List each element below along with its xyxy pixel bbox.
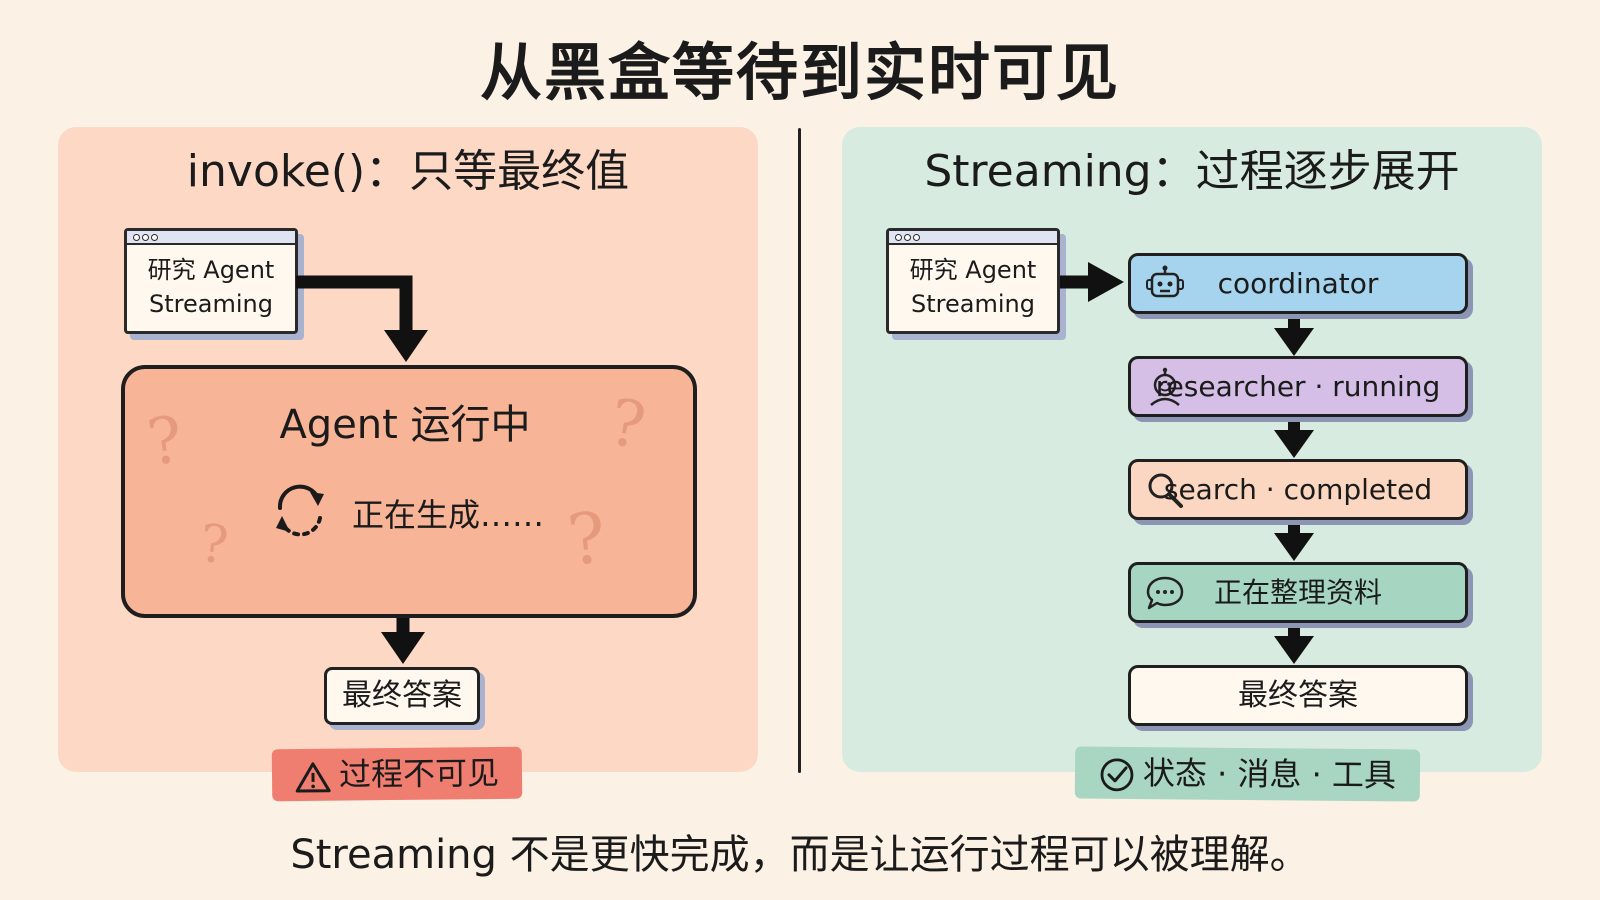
- window-text: 研究 Agent Streaming: [127, 253, 295, 321]
- panel-divider: [798, 128, 801, 773]
- robot-person-icon: [1150, 367, 1180, 406]
- window-dot-icon: [133, 234, 140, 241]
- chat-bubble-icon: [1146, 576, 1184, 610]
- arrow-step-2-to-3: [1274, 419, 1314, 458]
- step-label: coordinator: [1217, 267, 1379, 300]
- status-message-tool-label: 状态 · 消息 · 工具: [1142, 754, 1397, 795]
- window-line-2: Streaming: [911, 290, 1035, 318]
- window-dot-icon: [151, 234, 158, 241]
- step-label: 最终答案: [1238, 678, 1358, 713]
- step-coordinator: coordinator: [1128, 253, 1468, 314]
- window-dot-icon: [913, 234, 920, 241]
- agent-running-title: Agent 运行中: [279, 402, 531, 448]
- agent-window-right: 研究 Agent Streaming: [886, 228, 1060, 334]
- window-title-bar: [889, 231, 1057, 245]
- window-line-2: Streaming: [149, 290, 273, 318]
- window-title-bar: [127, 231, 295, 245]
- loading-spinner-icon: [276, 484, 324, 537]
- final-answer-left: 最终答案: [324, 667, 480, 725]
- invoke-panel-title: invoke()：只等最终值: [186, 146, 630, 197]
- footer-caption: Streaming 不是更快完成，而是让运行过程可以被理解。: [290, 832, 1310, 878]
- arrow-step-1-to-2: [1274, 316, 1314, 356]
- window-dot-icon: [895, 234, 902, 241]
- step-search: search · completed: [1128, 459, 1468, 520]
- step-researcher: researcher · running: [1128, 356, 1468, 417]
- agent-running-box: [121, 365, 697, 618]
- status-message-tool-tag: 状态 · 消息 · 工具: [1074, 746, 1421, 802]
- robot-icon: [1146, 265, 1184, 298]
- step-organizing: 正在整理资料: [1128, 562, 1468, 623]
- window-dot-icon: [142, 234, 149, 241]
- step-label: 正在整理资料: [1213, 576, 1382, 609]
- arrow-window-to-coordinator: [1060, 262, 1124, 302]
- step-label: search · completed: [1163, 473, 1433, 506]
- step-label: researcher · running: [1155, 370, 1441, 403]
- window-text: 研究 Agent Streaming: [889, 253, 1057, 321]
- loading-text: 正在生成……: [352, 496, 545, 534]
- arrow-step-3-to-4: [1274, 522, 1314, 561]
- search-icon: [1148, 473, 1183, 508]
- agent-window-left: 研究 Agent Streaming: [124, 228, 298, 334]
- arrow-window-to-box: [296, 275, 428, 362]
- arrow-step-4-to-5: [1274, 625, 1314, 664]
- streaming-panel-title: Streaming：过程逐步展开: [924, 146, 1460, 197]
- window-line-1: 研究 Agent: [147, 256, 275, 284]
- warning-icon: [295, 762, 331, 793]
- process-invisible-tag: 过程不可见: [271, 746, 523, 802]
- window-line-1: 研究 Agent: [909, 256, 1037, 284]
- window-dot-icon: [904, 234, 911, 241]
- page-title: 从黑盒等待到实时可见: [479, 36, 1120, 109]
- check-circle-icon: [1100, 758, 1134, 792]
- step-final-answer: 最终答案: [1128, 665, 1468, 726]
